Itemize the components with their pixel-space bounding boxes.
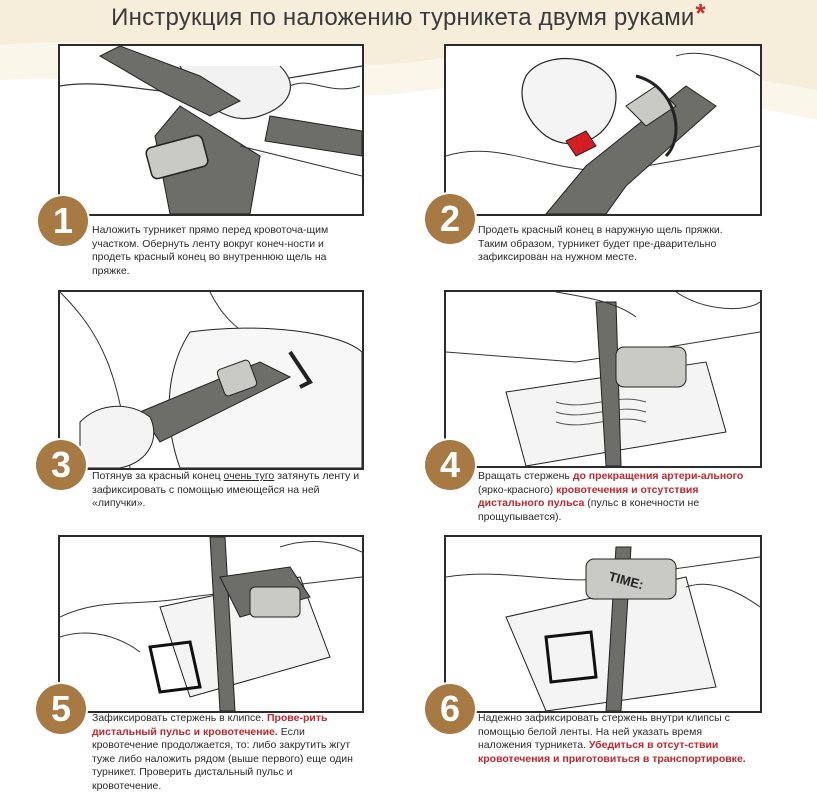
step-5-drawing xyxy=(60,537,362,711)
step-3-caption: Потянув за красный конец очень туго затя… xyxy=(92,470,360,509)
step-2-number: 2 xyxy=(425,194,475,244)
step-6-caption: Надежно зафиксировать стержень внутри кл… xyxy=(478,712,746,765)
step-5-number: 5 xyxy=(36,684,86,734)
step-3-drawing xyxy=(60,292,362,468)
page-title: Инструкция по наложению турникета двумя … xyxy=(111,0,706,31)
step-6-drawing: TIME: xyxy=(446,546,760,711)
step-1-number: 1 xyxy=(38,196,88,246)
step-6-number: 6 xyxy=(425,684,475,734)
step-1-drawing xyxy=(60,46,362,214)
step-4-drawing xyxy=(446,292,760,466)
step-1-caption: Наложить турникет прямо перед кровоточа-… xyxy=(92,224,329,277)
step-2-drawing xyxy=(446,52,760,214)
step-4-caption: Вращать стержень до прекращения артери-а… xyxy=(478,470,744,523)
step-4-illustration xyxy=(444,290,762,468)
step-2-illustration xyxy=(444,44,762,216)
step-1-illustration xyxy=(58,44,364,216)
step-4-number: 4 xyxy=(425,440,475,490)
step-3-illustration xyxy=(58,290,364,470)
step-6-illustration: TIME: xyxy=(444,535,762,713)
step-2-caption: Продеть красный конец в наружную щель пр… xyxy=(478,224,723,263)
step-5-illustration xyxy=(58,535,364,713)
step-5-caption: Зафиксировать стержень в клипсе. Прове-р… xyxy=(92,712,353,792)
asterisk-mark: * xyxy=(695,0,706,28)
step-3-number: 3 xyxy=(36,440,86,490)
